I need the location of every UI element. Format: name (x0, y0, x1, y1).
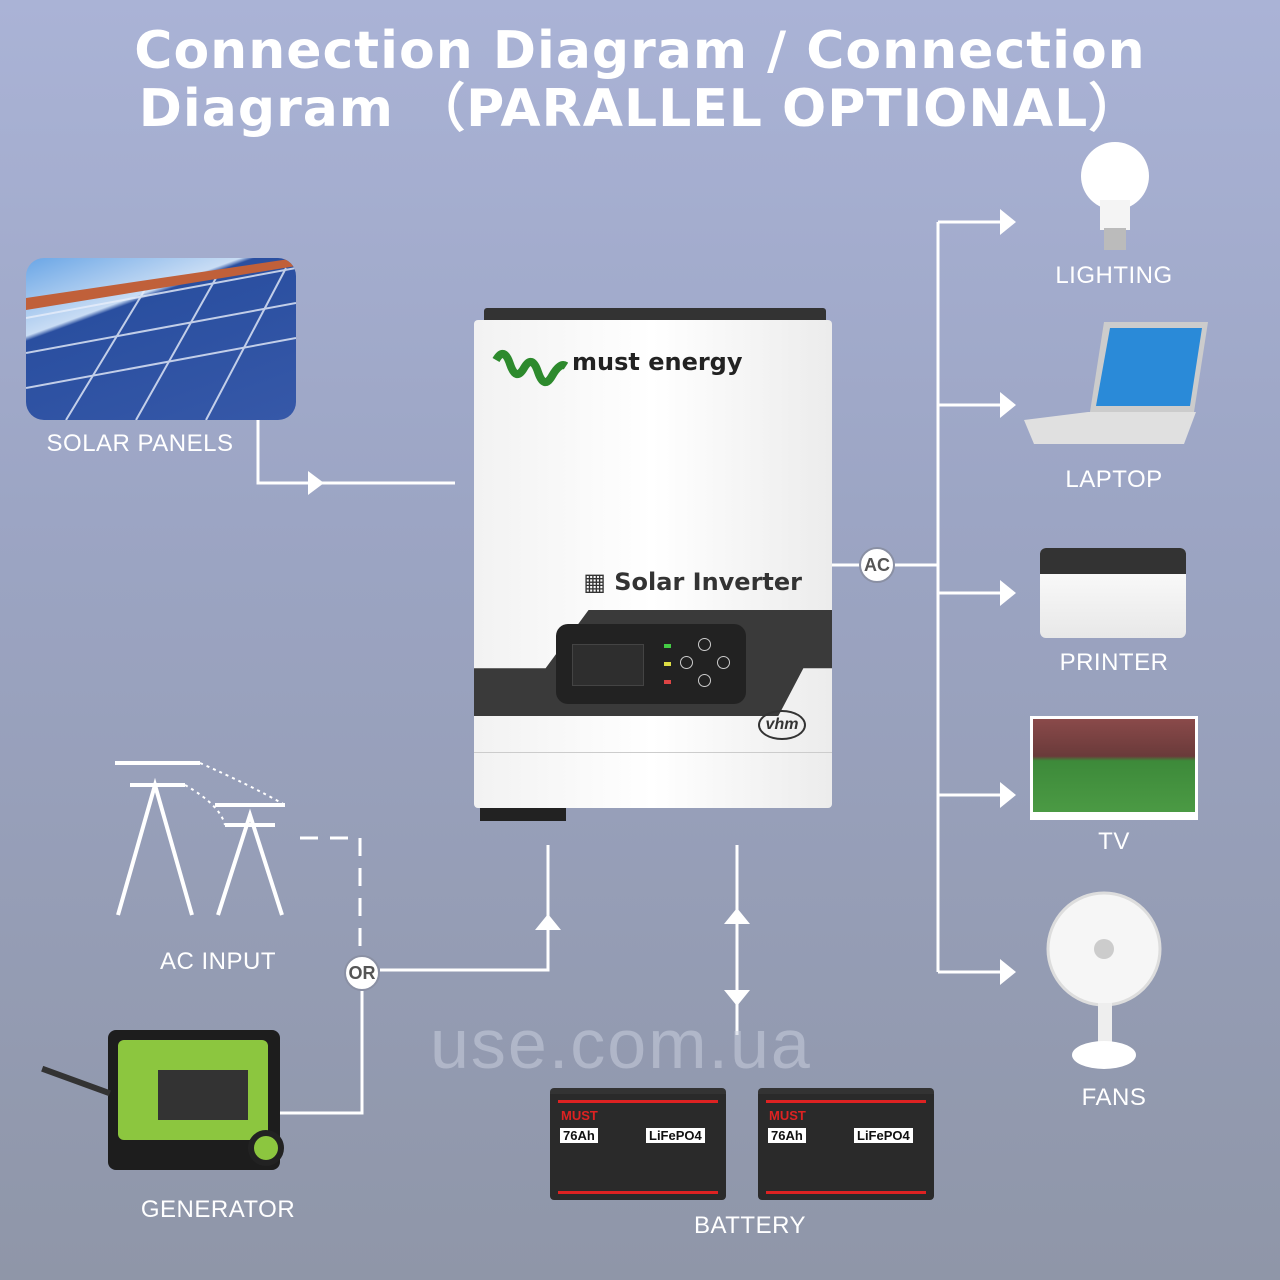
product-name: ▦ Solar Inverter (583, 568, 802, 596)
menu-button[interactable] (680, 656, 693, 669)
laptop-icon (1024, 322, 1208, 444)
generator-label: GENERATOR (140, 1196, 296, 1223)
tv-image (1030, 716, 1198, 820)
lcd-screen (572, 644, 644, 686)
ac-input-line (380, 845, 550, 972)
light-bulb-icon (1081, 142, 1149, 250)
watermark: use.com.ua (430, 1005, 812, 1083)
solar-line (256, 420, 455, 485)
vhm-badge: vhm (758, 710, 806, 740)
must-energy-logo-icon (492, 350, 568, 386)
led-red (664, 680, 671, 684)
printer-image (1040, 548, 1186, 638)
led-green (664, 644, 671, 648)
solar-panels-image (26, 258, 296, 420)
down-button[interactable] (698, 674, 711, 687)
divider (474, 752, 832, 753)
tv-label: TV (1098, 828, 1130, 855)
brand-name: must energy (572, 348, 743, 376)
fans-label: FANS (1081, 1084, 1147, 1111)
page-title: Connection Diagram / Connection Diagram … (134, 21, 1146, 139)
battery-2: MUST 76Ah LiFePO4 (758, 1088, 934, 1200)
battery-1: MUST 76Ah LiFePO4 (550, 1088, 726, 1200)
laptop-label: LAPTOP (1065, 466, 1163, 493)
led-yellow (664, 662, 671, 666)
printer-label: PRINTER (1059, 649, 1169, 676)
power-pylon-icon (115, 761, 286, 916)
inverter: must energy ▦ Solar Inverter vhm (474, 320, 832, 808)
fan-icon (1046, 891, 1162, 1069)
ac-input-label: AC INPUT (159, 948, 276, 975)
ac-connector: AC (859, 547, 895, 583)
control-panel (556, 624, 746, 704)
generator-image (108, 1030, 284, 1170)
battery-label: BATTERY (694, 1212, 806, 1239)
lighting-label: LIGHTING (1055, 262, 1173, 289)
inverter-foot (480, 805, 566, 821)
generator-line (280, 991, 364, 1115)
or-connector: OR (344, 955, 380, 991)
solar-panels-label: SOLAR PANELS (46, 430, 234, 457)
up-button[interactable] (698, 638, 711, 651)
enter-button[interactable] (717, 656, 730, 669)
grid-dashed-line (300, 836, 362, 955)
